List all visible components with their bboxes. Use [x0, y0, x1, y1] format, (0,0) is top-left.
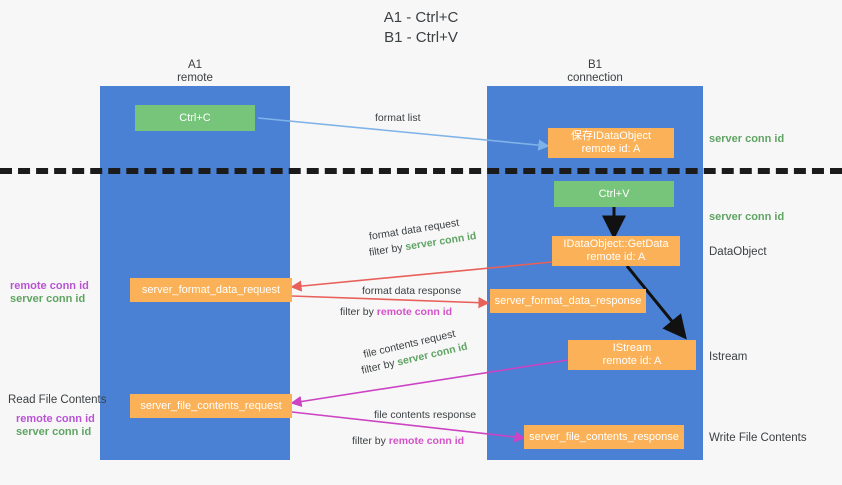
- node-clipboard-dataobject-line2: remote id: A: [581, 143, 641, 155]
- flow-label-file-contents-response-filter: filter by remote conn id: [352, 434, 464, 448]
- label-server-conn-id-2: server conn id: [16, 426, 92, 438]
- node-server-file-contents-response[interactable]: server_file_contents_response: [524, 425, 684, 449]
- node-istream-line1: IStream: [612, 342, 652, 354]
- node-server-format-data-request-label: server_format_data_request: [141, 283, 281, 296]
- node-clipboard-dataobject-line1: 保存IDataObject: [570, 130, 652, 142]
- label-dataobject: DataObject: [709, 246, 767, 258]
- flow-filter-prefix: filter by: [340, 306, 377, 318]
- node-server-format-data-response-label: server_format_data_response: [494, 294, 642, 307]
- lane-header-a1: A1 remote: [100, 59, 290, 85]
- phase-divider: [0, 168, 842, 174]
- flow-filter-key-remote: remote conn id: [388, 435, 465, 447]
- label-remote-conn-id-1: remote conn id: [10, 280, 89, 292]
- flow-filter-key-remote: remote conn id: [376, 306, 453, 318]
- flow-filter-prefix: filter by: [352, 435, 389, 447]
- label-server-conn-id-mid: server conn id: [709, 211, 785, 223]
- label-server-conn-id-1: server conn id: [10, 293, 86, 305]
- label-remote-conn-id-2: remote conn id: [16, 413, 95, 425]
- node-ctrl-c-label: Ctrl+C: [179, 111, 211, 124]
- node-server-file-contents-request-label: server_file_contents_request: [140, 399, 282, 412]
- label-istream: Istream: [709, 351, 748, 363]
- node-ctrl-v-label: Ctrl+V: [598, 187, 630, 200]
- node-ctrl-c[interactable]: Ctrl+C: [135, 105, 255, 131]
- node-idataobject-getdata-line2: remote id: A: [586, 251, 646, 263]
- lane-b1-name: B1: [587, 59, 603, 71]
- flow-label-format-data-response-filter: filter by remote conn id: [340, 305, 452, 319]
- node-idataobject-getdata[interactable]: IDataObject::GetData remote id: A: [552, 236, 680, 266]
- flow-label-file-contents-response: file contents response: [374, 409, 477, 421]
- node-istream[interactable]: IStream remote id: A: [568, 340, 696, 370]
- title-line-1: A1 - Ctrl+C: [383, 9, 459, 26]
- flow-label-format-list: format list: [375, 112, 421, 124]
- node-ctrl-v[interactable]: Ctrl+V: [554, 181, 674, 207]
- node-server-format-data-request[interactable]: server_format_data_request: [130, 278, 292, 302]
- label-write-file-contents: Write File Contents: [709, 432, 807, 444]
- node-clipboard-dataobject[interactable]: 保存IDataObject remote id: A: [548, 128, 674, 158]
- lane-a1-name: A1: [187, 59, 203, 71]
- node-istream-line2: remote id: A: [602, 355, 662, 367]
- title-line-2: B1 - Ctrl+V: [384, 29, 458, 46]
- node-idataobject-getdata-line1: IDataObject::GetData: [563, 238, 669, 250]
- diagram-title: A1 - Ctrl+C B1 - Ctrl+V: [0, 8, 842, 48]
- node-server-format-data-response[interactable]: server_format_data_response: [490, 289, 646, 313]
- lane-header-b1: B1 connection: [487, 59, 703, 85]
- flow-label-format-data-response: format data response: [362, 285, 462, 297]
- lane-b1-sub: connection: [567, 72, 623, 84]
- flow-filter-prefix: filter by: [368, 241, 407, 259]
- label-read-file-contents: Read File Contents: [8, 394, 107, 406]
- node-server-file-contents-response-label: server_file_contents_response: [529, 430, 679, 443]
- lane-a1-sub: remote: [177, 72, 213, 84]
- label-server-conn-id-top: server conn id: [709, 133, 785, 145]
- node-server-file-contents-request[interactable]: server_file_contents_request: [130, 394, 292, 418]
